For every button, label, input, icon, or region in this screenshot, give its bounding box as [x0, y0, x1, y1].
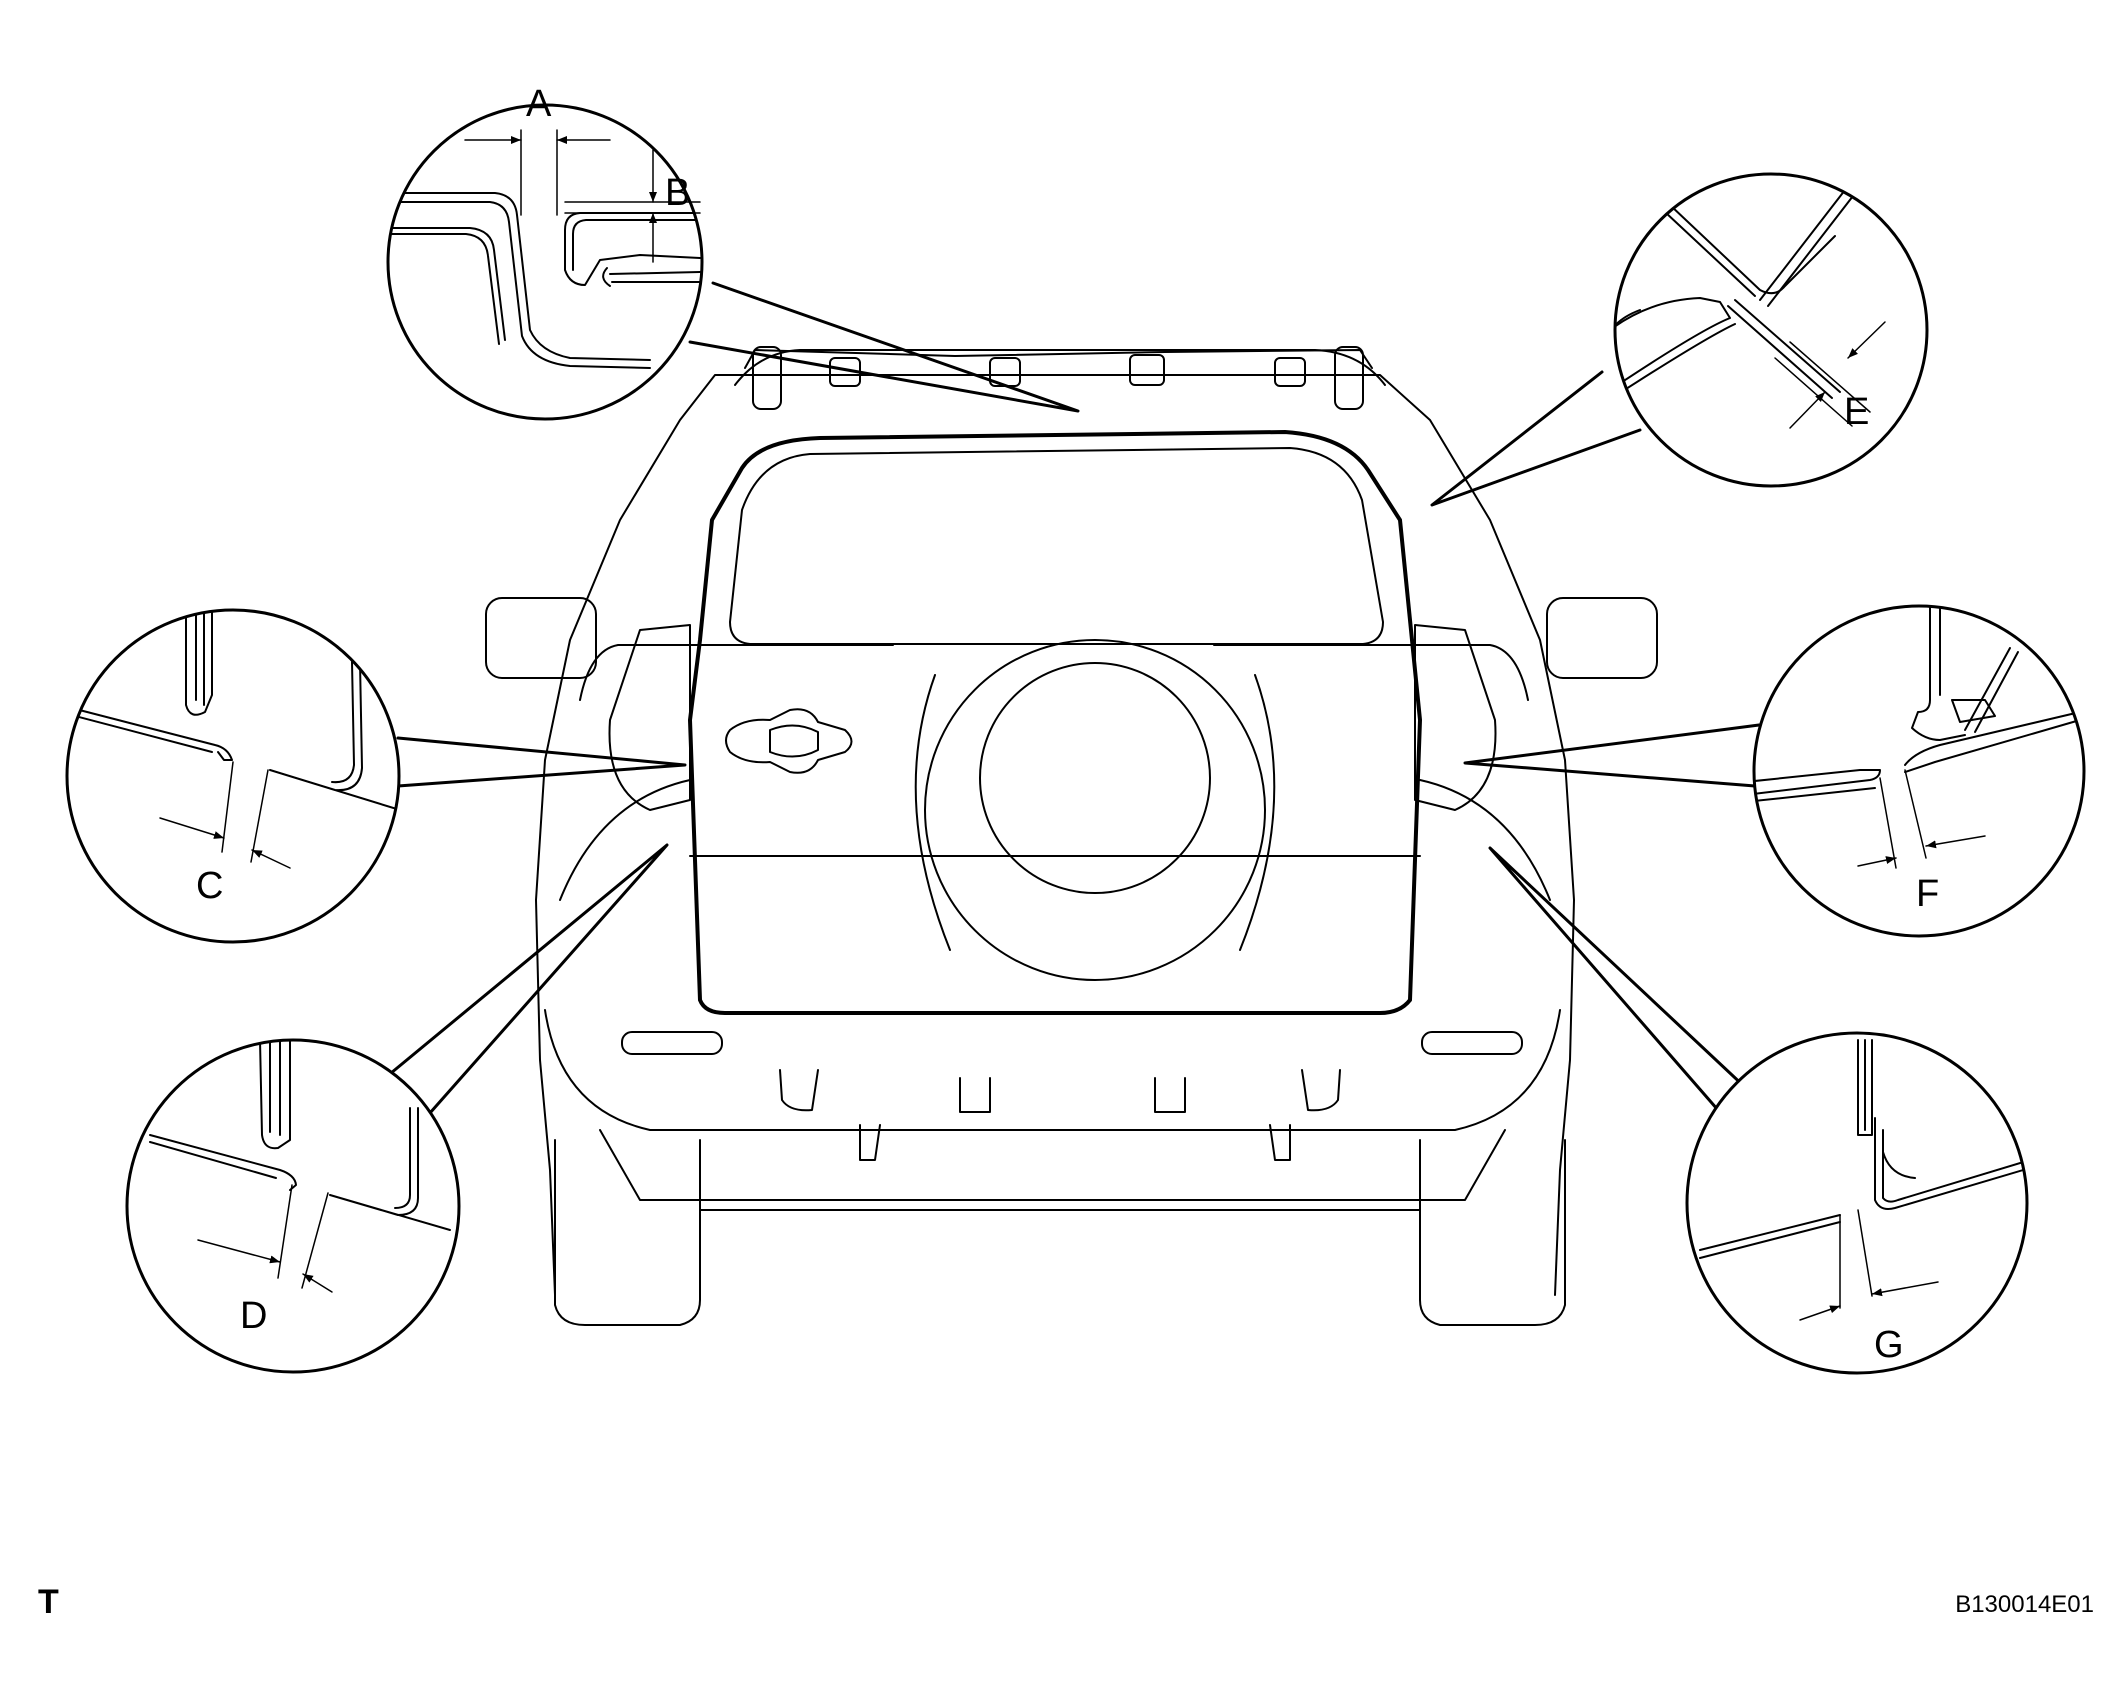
spare-tire-cover [914, 674, 1276, 951]
leader-G [1488, 846, 1750, 1127]
label-F: F [1916, 873, 1939, 915]
body-outline [535, 374, 1575, 1296]
roof-panel [388, 192, 651, 361]
spare-tire-outer [924, 639, 1266, 981]
label-E: E [1844, 391, 1869, 433]
dim-E-arrow-bottom [1789, 391, 1826, 429]
garnish-line-left [579, 644, 894, 701]
mirror-left [485, 597, 597, 679]
dim-C-arrow-left [159, 817, 225, 839]
garnish-line-right [1213, 644, 1529, 701]
mirror-right [1546, 597, 1658, 679]
reflector-left [621, 1031, 723, 1055]
label-D: D [240, 1295, 267, 1337]
label-B: B [665, 172, 690, 214]
dim-F-line1 [1879, 777, 1897, 869]
rear-bumper [544, 1009, 1561, 1131]
detail-circle-E [1613, 172, 1929, 488]
leader-A [688, 281, 1080, 413]
leader-E [1430, 370, 1642, 507]
detail-circle-D [125, 1038, 461, 1374]
dim-E-line2 [1774, 357, 1853, 427]
detail-circle-C [65, 608, 401, 944]
tire-right [1419, 1139, 1566, 1326]
dim-G-arrow-right [1871, 1281, 1939, 1297]
dim-C-line2 [250, 769, 269, 863]
label-C: C [196, 865, 223, 907]
roof-bump-left [752, 346, 782, 410]
detail-circle-A-B [386, 103, 704, 421]
dim-G-arrow-left [1799, 1305, 1841, 1321]
roof-tab-r1 [1274, 357, 1306, 387]
dim-E-line1 [1789, 341, 1871, 413]
roof-bump-right [1334, 346, 1364, 410]
figure-id: B130014E01 [1955, 1591, 2094, 1618]
bumper-hook-2 [959, 1077, 991, 1113]
detail-circle-F [1752, 604, 2086, 938]
dim-F-line2 [1904, 769, 1927, 859]
high-mount-stop-lamp [1129, 354, 1165, 386]
bumper-hook-3 [1154, 1077, 1186, 1113]
bumper-hook-1 [779, 1069, 819, 1112]
door-handle-inner [769, 724, 819, 758]
bumper-step [859, 1124, 1291, 1161]
leader-C [396, 736, 687, 788]
reflector-right [1421, 1031, 1523, 1055]
leader-D [383, 843, 669, 1124]
dim-D-arrow-right [302, 1273, 333, 1293]
quarter-curve-left [559, 779, 691, 901]
bumper-lower [599, 1129, 1506, 1201]
dim-D-arrow-left [197, 1239, 281, 1264]
leader-F [1463, 723, 1761, 788]
bumper-hook-4 [1301, 1069, 1341, 1112]
dim-F-arrow-right [1925, 835, 1986, 849]
label-A: A [526, 83, 552, 125]
dim-G-line2 [1857, 1209, 1873, 1297]
tire-left [554, 1139, 701, 1326]
tail-lamp-left [608, 624, 691, 811]
label-G: G [1874, 1324, 1904, 1366]
vehicle-rear-view [485, 346, 1658, 1326]
dim-F-arrow-left [1857, 856, 1897, 867]
back-window [729, 447, 1384, 645]
quarter-curve-right [1419, 779, 1551, 901]
dim-D-line2 [301, 1192, 329, 1289]
door-handle [725, 708, 853, 774]
dim-E-arrow-top [1847, 321, 1886, 359]
spare-tire-inner [979, 662, 1211, 894]
dim-C-arrow-right [251, 849, 291, 869]
corner-code: T [38, 1583, 59, 1621]
callout-labels: A B C D E F G [196, 83, 1939, 1366]
detail-circle-G [1685, 1031, 2029, 1375]
back-door-panel [564, 212, 701, 286]
back-door-outline [688, 430, 1422, 1015]
callout-leaders [383, 281, 1761, 1127]
tail-lamp-right [1414, 624, 1497, 811]
